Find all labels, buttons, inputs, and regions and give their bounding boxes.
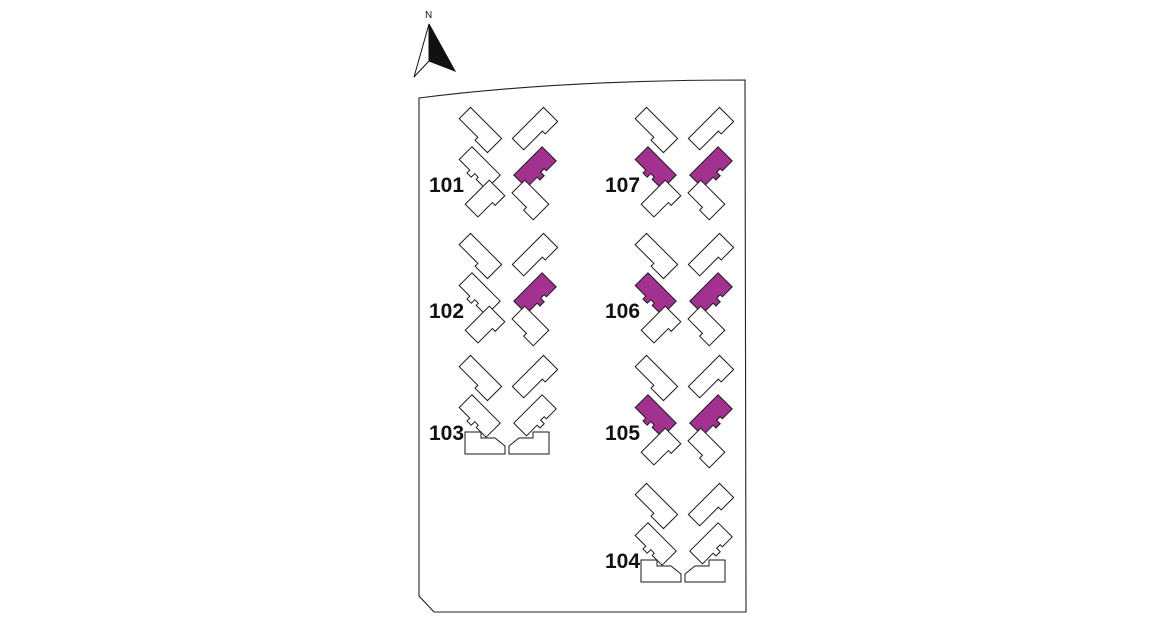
building-right-base (684, 559, 726, 583)
building-right-top (687, 232, 735, 277)
building-left-base (640, 559, 682, 583)
block-103: 103 (429, 354, 559, 455)
building-left-top (634, 106, 679, 154)
building-right-low (687, 427, 726, 469)
building-right-top (511, 354, 559, 399)
building-right-top (511, 106, 559, 151)
block-label: 101 (429, 174, 464, 197)
building-left-top (458, 354, 503, 402)
building-right-top (687, 482, 735, 527)
block-label: 103 (429, 422, 464, 445)
building-right-mid (689, 394, 733, 437)
block-label: 106 (605, 300, 640, 323)
building-left-mid (458, 394, 501, 438)
block-101: 101 (429, 106, 559, 221)
building-left-top (634, 232, 679, 280)
building-right-low (687, 305, 726, 347)
building-blocks: 101 102 103 107 106 105 104 (429, 106, 735, 583)
north-arrow-icon: N (413, 10, 457, 78)
block-102: 102 (429, 232, 559, 347)
building-right-mid (513, 272, 557, 315)
building-left-base (464, 431, 506, 455)
building-right-mid (689, 272, 733, 315)
block-label: 105 (605, 422, 640, 445)
building-left-low (640, 305, 682, 344)
building-left-low (464, 305, 506, 344)
block-label: 107 (605, 174, 640, 197)
block-104: 104 (605, 482, 735, 583)
building-right-top (511, 232, 559, 277)
building-left-top (634, 482, 679, 530)
building-right-top (687, 106, 735, 151)
block-105: 105 (605, 354, 735, 469)
building-right-low (511, 179, 550, 221)
building-left-mid (634, 522, 677, 566)
building-right-mid (513, 394, 557, 437)
building-left-low (640, 427, 682, 466)
building-right-mid (689, 146, 733, 189)
building-left-low (640, 179, 682, 218)
site-boundary (418, 79, 747, 613)
building-right-low (687, 179, 726, 221)
building-left-top (458, 106, 503, 154)
building-right-top (687, 354, 735, 399)
block-label: 104 (605, 550, 640, 573)
building-left-top (458, 232, 503, 280)
block-106: 106 (605, 232, 735, 347)
building-left-top (634, 354, 679, 402)
building-left-low (464, 179, 506, 218)
north-label: N (425, 10, 432, 21)
building-right-mid (689, 522, 733, 565)
building-right-low (511, 305, 550, 347)
building-right-base (508, 431, 550, 455)
block-107: 107 (605, 106, 735, 221)
building-right-mid (513, 146, 557, 189)
block-label: 102 (429, 300, 464, 323)
